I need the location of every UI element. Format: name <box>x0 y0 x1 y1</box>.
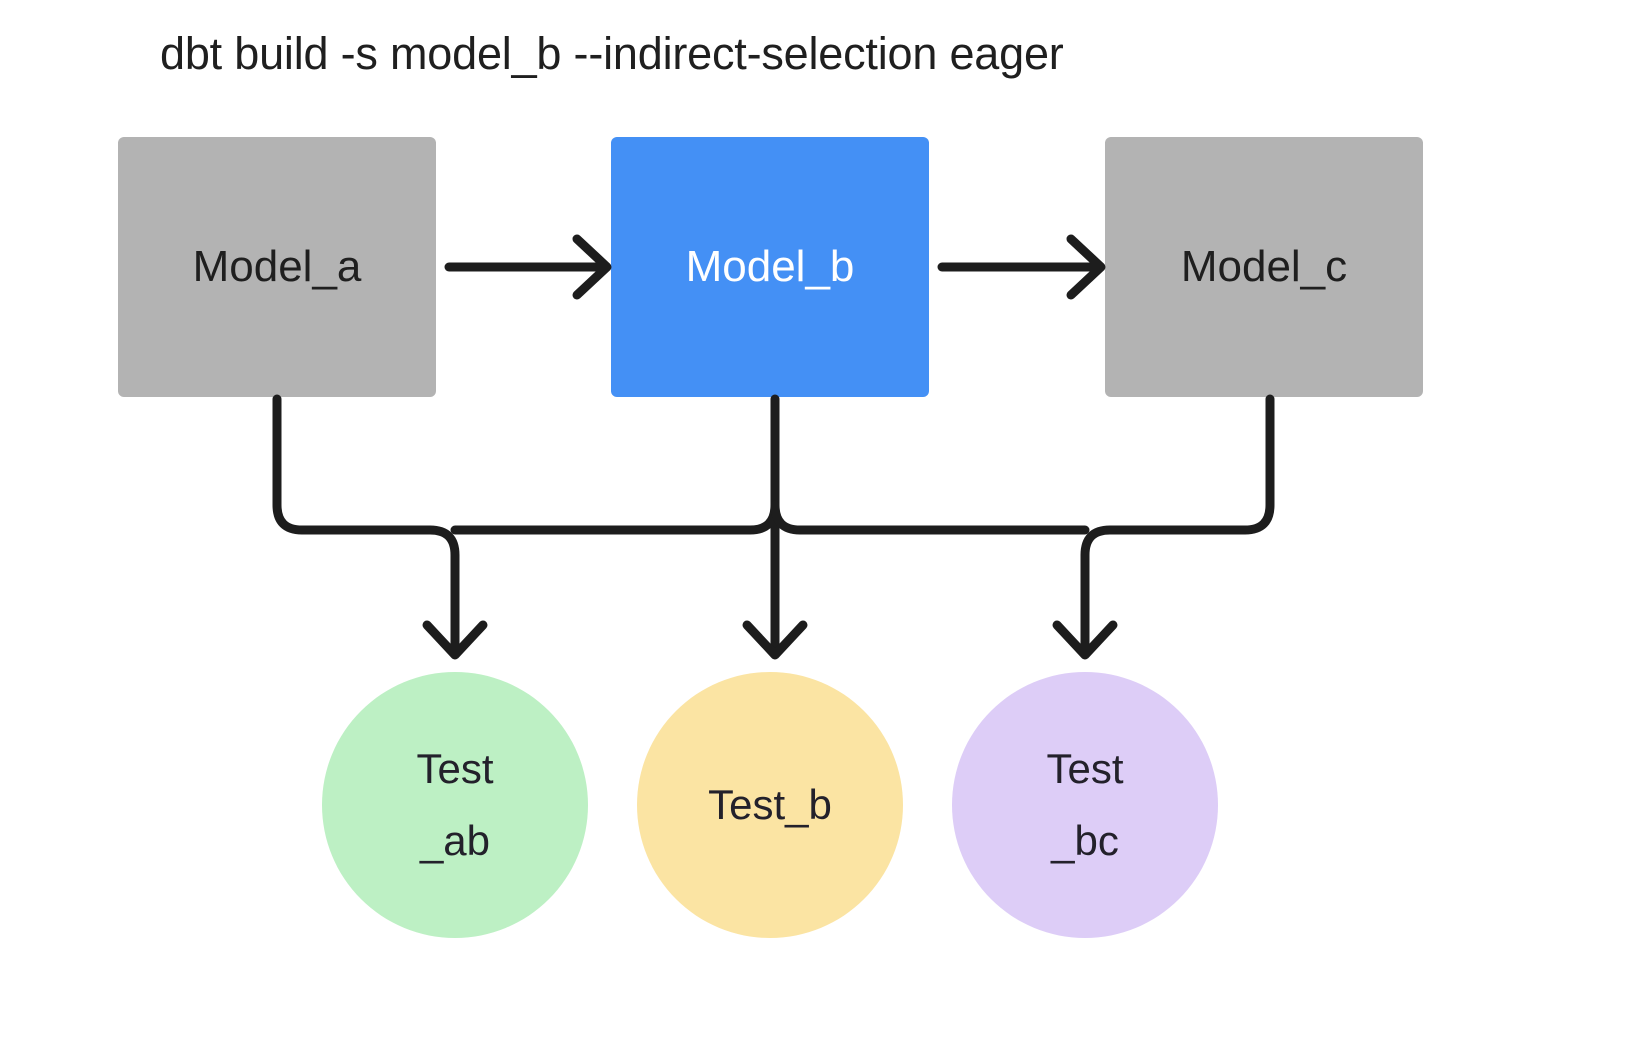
node-shape-test-ab[interactable] <box>322 672 588 938</box>
arrowhead-model-b-to-test-b <box>742 620 808 660</box>
node-shape-test-b[interactable] <box>637 672 903 938</box>
arrowhead-model-a-to-test-ab <box>422 620 488 660</box>
node-shape-model-b[interactable] <box>611 137 929 397</box>
node-shape-test-bc[interactable] <box>952 672 1218 938</box>
node-shape-model-c[interactable] <box>1105 137 1423 397</box>
edge-model-a-to-test-ab <box>272 394 460 655</box>
edge-model-c-to-test-bc <box>1080 394 1275 655</box>
edge-bus-right <box>770 500 1090 535</box>
node-shape-model-a[interactable] <box>118 137 436 397</box>
edge-bus-left <box>450 500 780 535</box>
arrowhead-model-a-to-model-b <box>572 234 612 300</box>
diagram-title: dbt build -s model_b --indirect-selectio… <box>160 28 1064 79</box>
arrowhead-model-b-to-model-c <box>1066 234 1106 300</box>
arrowhead-model-c-to-test-bc <box>1052 620 1118 660</box>
